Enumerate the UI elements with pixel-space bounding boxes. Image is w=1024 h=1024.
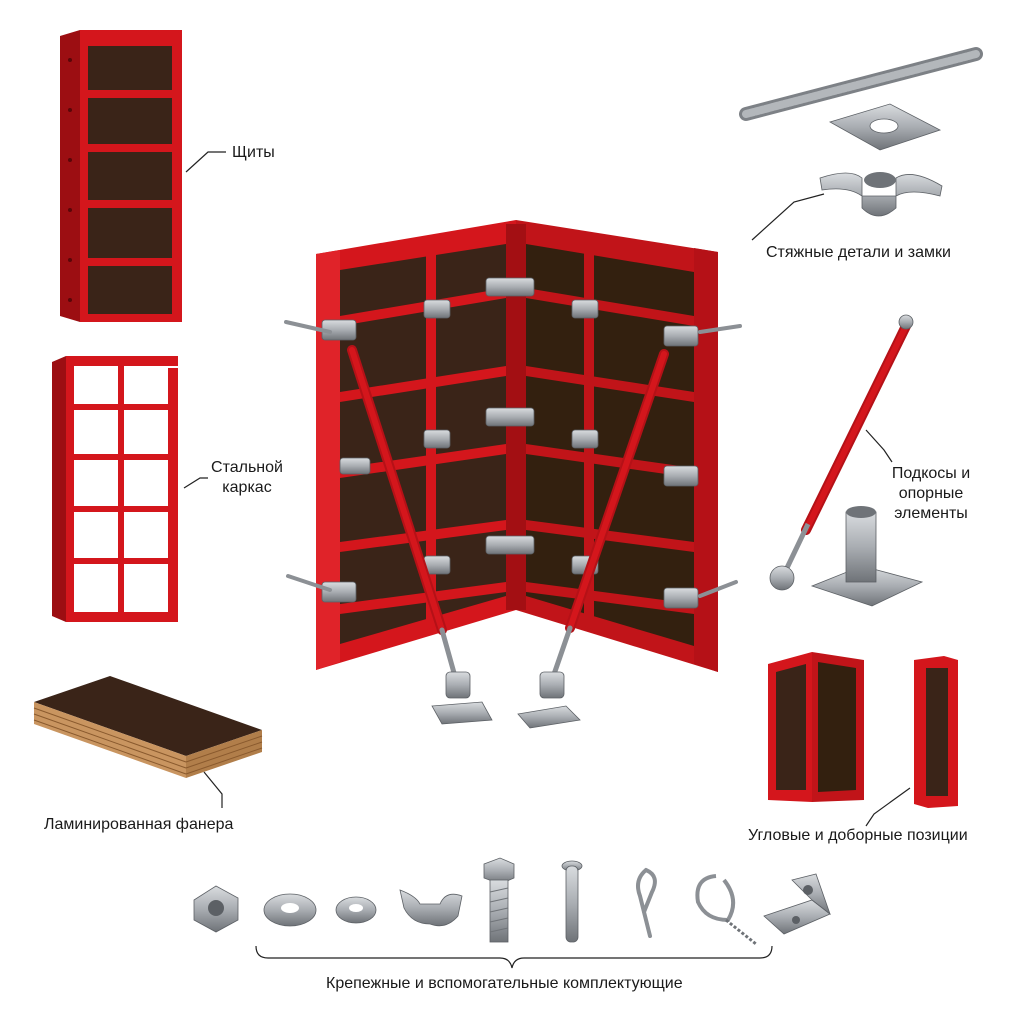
leader-line-corner bbox=[865, 787, 911, 827]
assembled-formwork-illustration bbox=[284, 220, 742, 729]
label-braces: Подкосы и опорные элементы bbox=[884, 464, 978, 524]
fasteners-bracket bbox=[255, 945, 773, 969]
label-fasteners: Крепежные и вспомогательные комплектующи… bbox=[326, 975, 683, 992]
plywood-illustration bbox=[33, 676, 263, 778]
shield-panel-illustration bbox=[60, 30, 182, 322]
leader-line-steel-frame bbox=[183, 477, 208, 489]
steel-frame-illustration bbox=[52, 356, 178, 622]
leader-line-ties bbox=[751, 193, 825, 241]
leader-line-braces bbox=[865, 429, 893, 463]
label-braces-line-3: элементы bbox=[894, 505, 968, 522]
label-plywood: Ламинированная фанера bbox=[44, 816, 234, 833]
label-steel-frame-line-2: каркас bbox=[222, 479, 272, 496]
label-braces-line-1: Подкосы и bbox=[891, 465, 971, 482]
label-steel-frame-line-1: Стальной bbox=[211, 459, 283, 476]
label-ties-locks: Стяжные детали и замки bbox=[766, 244, 951, 261]
leader-line-shields bbox=[185, 151, 226, 173]
fasteners-illustration bbox=[193, 857, 831, 946]
tie-parts-illustration bbox=[739, 47, 983, 217]
label-corner-filler: Угловые и доборные позиции bbox=[748, 827, 968, 844]
label-shields: Щиты bbox=[232, 144, 275, 161]
label-braces-line-2: опорные bbox=[898, 485, 964, 502]
leader-line-plywood bbox=[203, 771, 223, 808]
brace-support-illustration bbox=[769, 314, 924, 607]
corner-filler-illustration bbox=[768, 652, 958, 808]
label-steel-frame: Стальной каркас bbox=[206, 458, 288, 498]
